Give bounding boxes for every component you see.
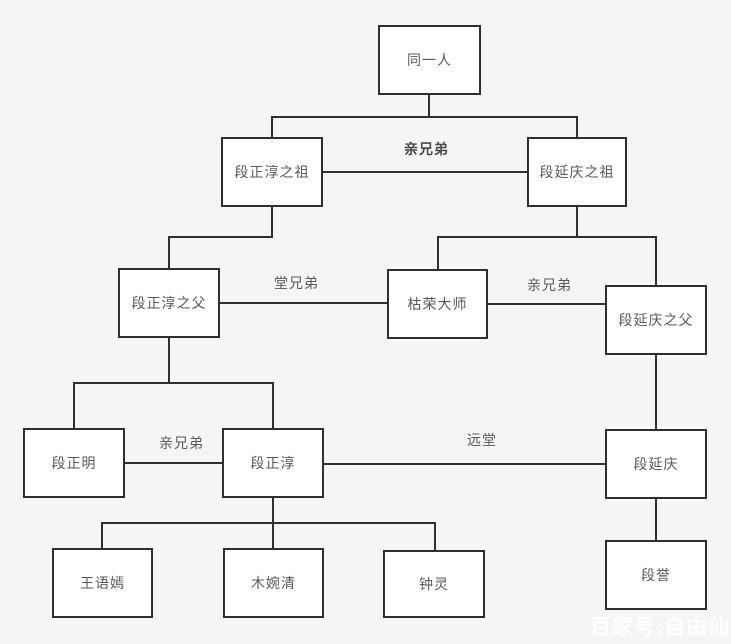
connector-line	[125, 462, 222, 464]
connector-line	[655, 499, 657, 540]
connector-line	[272, 382, 274, 428]
connector-line	[271, 116, 273, 137]
watermark-text: 百家号:自由仙	[590, 616, 730, 639]
edge-label-blood-brothers: 亲兄弟	[159, 435, 204, 451]
connector-line	[271, 207, 273, 238]
connector-line	[73, 382, 75, 428]
connector-line	[437, 236, 657, 238]
connector-line	[73, 382, 274, 384]
node-duan-zhengchun: 段正淳	[222, 428, 324, 498]
connector-line	[655, 236, 657, 285]
connector-line	[576, 207, 578, 238]
connector-line	[428, 95, 430, 118]
connector-line	[434, 522, 436, 550]
node-duan-yanqing-grandfather: 段延庆之祖	[527, 137, 627, 207]
node-wang-yuyan: 王语嫣	[52, 548, 153, 618]
edge-label-cousin-brothers: 堂兄弟	[274, 275, 319, 291]
connector-line	[323, 171, 527, 173]
node-zhong-ling: 钟灵	[383, 550, 485, 618]
node-duan-zhengchun-grandfather: 段正淳之祖	[221, 137, 323, 207]
connector-line	[488, 303, 605, 305]
node-duan-yanqing: 段延庆	[605, 429, 707, 499]
node-mu-wanqing: 木婉清	[223, 548, 324, 618]
node-master-kurong: 枯荣大师	[387, 269, 488, 339]
connector-line	[655, 355, 657, 429]
edge-label-fathers-brothers: 亲兄弟	[527, 277, 572, 293]
connector-line	[271, 116, 578, 118]
node-duan-zhengchun-father: 段正淳之父	[118, 268, 220, 338]
connector-line	[220, 302, 387, 304]
connector-line	[168, 236, 273, 238]
node-duan-zhengming: 段正明	[23, 428, 125, 498]
edge-label-grandfathers-brothers: 亲兄弟	[404, 141, 449, 157]
edge-label-distant-relatives: 远堂	[467, 432, 497, 448]
node-duan-yanqing-father: 段延庆之父	[605, 285, 707, 355]
node-duan-yu: 段誉	[605, 540, 707, 610]
connector-line	[101, 522, 103, 548]
connector-line	[324, 463, 605, 465]
connector-line	[168, 338, 170, 384]
node-same-person: 同一人	[378, 25, 481, 95]
connector-line	[437, 236, 439, 269]
connector-line	[576, 116, 578, 137]
connector-line	[101, 522, 436, 524]
connector-line	[168, 236, 170, 268]
